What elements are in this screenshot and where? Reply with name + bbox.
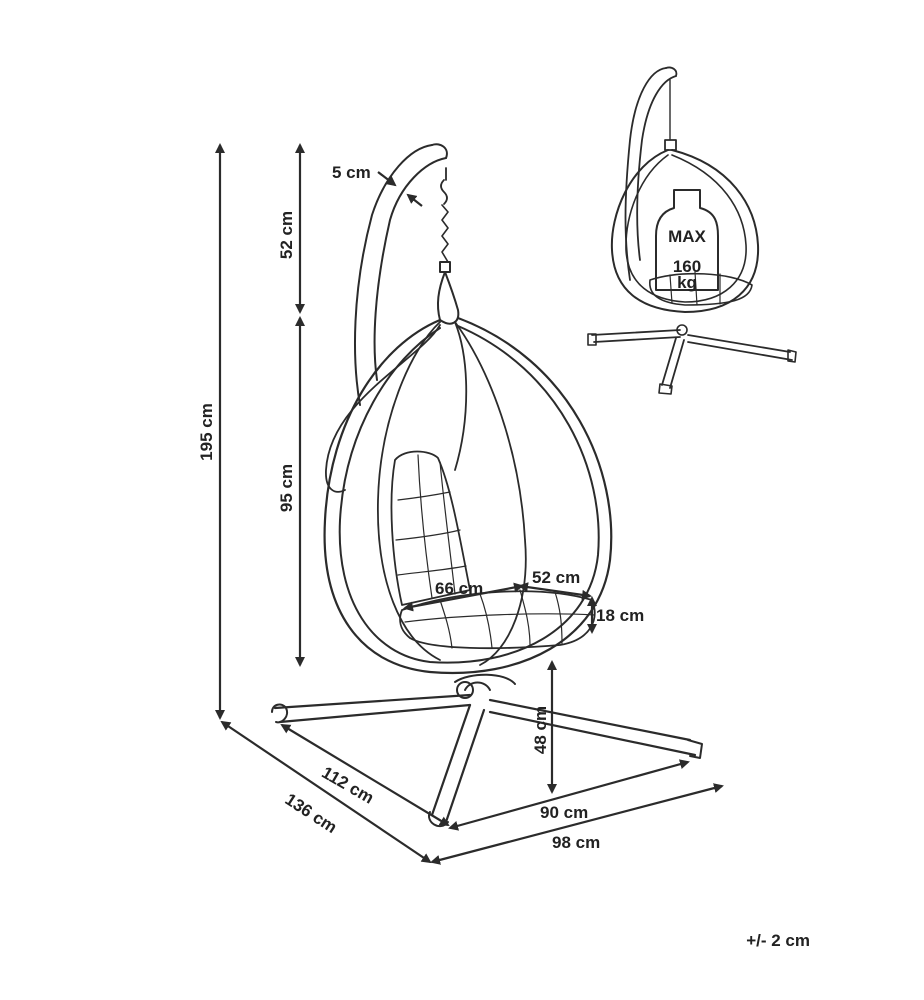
frame-thickness-arrow-bottom (406, 193, 423, 207)
load-value: 160 (673, 257, 701, 276)
frame-thickness-arrow-top (377, 171, 397, 187)
load-unit: kg (677, 273, 697, 292)
cushion-depth-label: 52 cm (532, 568, 580, 587)
cushion-width-label: 66 cm (435, 579, 483, 598)
inset-chair-illustration (587, 66, 797, 395)
base-outer-depth-dimension-line (220, 720, 432, 864)
tolerance-label: +/- 2 cm (746, 931, 810, 950)
base-inner-width-label: 90 cm (540, 803, 588, 822)
basket-height-label: 95 cm (277, 464, 296, 512)
cushion-thickness-label: 18 cm (596, 606, 644, 625)
frame-thickness-label: 5 cm (332, 163, 371, 182)
base-outer-width-label: 98 cm (552, 833, 600, 852)
load-prefix: MAX (668, 227, 706, 246)
base-inner-depth-label: 112 cm (318, 763, 377, 808)
main-chair-illustration (271, 143, 703, 828)
cushion-width-dimension-line (403, 582, 524, 612)
base-outer-width-dimension-line (430, 783, 724, 865)
hook-height-label: 52 cm (277, 211, 296, 259)
seat-height-label: 48 cm (531, 706, 550, 754)
cushion-depth-dimension-line (518, 582, 592, 600)
total-height-label: 195 cm (197, 403, 216, 461)
